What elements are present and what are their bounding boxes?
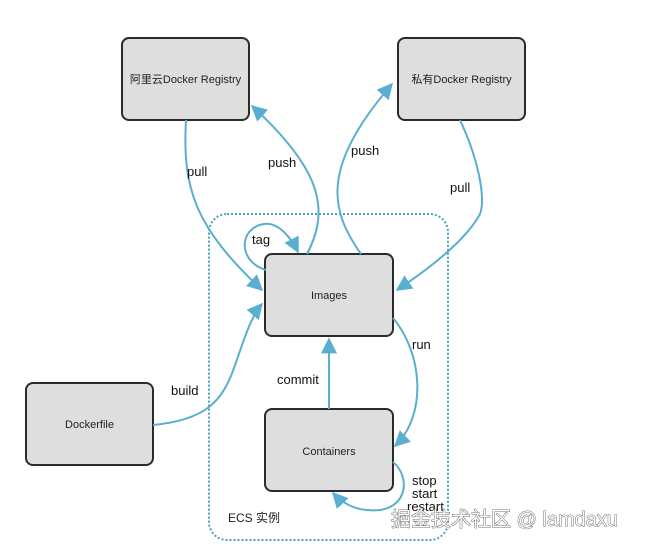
watermark-text: 掘金技术社区 @ lamdaxu — [391, 508, 618, 531]
ecs-instance-label: ECS 实例 — [228, 510, 280, 525]
push-left-label: push — [268, 155, 296, 170]
restart-label: restart — [407, 499, 444, 514]
tag-label: tag — [252, 232, 270, 247]
images-node: Images — [264, 253, 394, 337]
aliyun-registry-label: 阿里云Docker Registry — [130, 73, 242, 86]
aliyun-registry-node: 阿里云Docker Registry — [121, 37, 250, 121]
push-left-arrow — [250, 104, 320, 255]
pull-left-label: pull — [187, 164, 207, 179]
push-right-arrow — [336, 82, 394, 255]
run-label: run — [412, 337, 431, 352]
ecs-instance-region — [208, 213, 449, 541]
images-label: Images — [311, 290, 348, 302]
dockerfile-label: Dockerfile — [65, 419, 114, 431]
pull-right-label: pull — [450, 180, 470, 195]
pull-left-arrow — [184, 119, 264, 292]
dockerfile-node: Dockerfile — [25, 382, 154, 466]
containers-node: Containers — [264, 408, 394, 492]
build-arrow — [152, 302, 264, 426]
tag-loop-arrow — [243, 222, 299, 271]
build-label: build — [171, 383, 198, 398]
commit-label: commit — [277, 372, 319, 387]
run-arrow — [392, 317, 419, 448]
start-label: start — [412, 486, 438, 501]
containers-label: Containers — [302, 446, 356, 458]
pull-right-arrow — [395, 119, 483, 291]
private-registry-label: 私有Docker Registry — [411, 72, 512, 86]
stop-label: stop — [412, 473, 437, 488]
private-registry-node: 私有Docker Registry — [397, 37, 526, 121]
stop-start-restart-loop-arrow — [331, 461, 405, 512]
push-right-label: push — [351, 143, 379, 158]
